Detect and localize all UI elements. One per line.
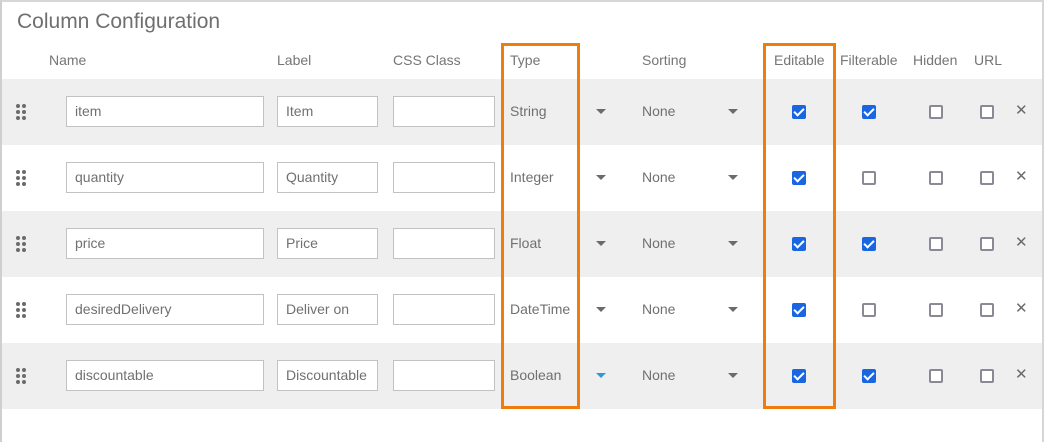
sorting-select[interactable]: None <box>642 301 676 317</box>
hidden-checkbox[interactable] <box>929 237 943 251</box>
name-input[interactable]: price <box>66 228 264 259</box>
hidden-checkbox[interactable] <box>929 369 943 383</box>
hidden-checkbox[interactable] <box>929 303 943 317</box>
css-class-input[interactable] <box>393 96 495 127</box>
delete-row-close-icon[interactable]: ✕ <box>1015 366 1028 383</box>
header-type: Type <box>510 52 541 68</box>
delete-row-close-icon[interactable]: ✕ <box>1015 168 1028 185</box>
column-row: quantity Quantity Integer None ✕ <box>2 145 1042 211</box>
filterable-checkbox[interactable] <box>862 171 876 185</box>
filterable-checkbox[interactable] <box>862 369 876 383</box>
drag-handle-icon[interactable] <box>16 170 26 186</box>
name-input[interactable]: item <box>66 96 264 127</box>
type-select[interactable]: String <box>510 103 547 119</box>
header-hidden: Hidden <box>913 52 958 68</box>
label-input[interactable]: Item <box>277 96 378 127</box>
header-css-class: CSS Class <box>393 52 461 68</box>
label-input[interactable]: Quantity <box>277 162 378 193</box>
sorting-select[interactable]: None <box>642 169 676 185</box>
delete-row-close-icon[interactable]: ✕ <box>1015 234 1028 251</box>
filterable-checkbox[interactable] <box>862 303 876 317</box>
name-input[interactable]: quantity <box>66 162 264 193</box>
hidden-checkbox[interactable] <box>929 105 943 119</box>
type-caret-down-icon[interactable] <box>596 241 606 246</box>
type-caret-down-icon[interactable] <box>596 109 606 114</box>
url-checkbox[interactable] <box>980 369 994 383</box>
type-caret-down-icon[interactable] <box>596 175 606 180</box>
name-input[interactable]: discountable <box>66 360 264 391</box>
url-checkbox[interactable] <box>980 105 994 119</box>
css-class-input[interactable] <box>393 228 495 259</box>
header-name: Name <box>49 52 87 68</box>
sorting-caret-down-icon[interactable] <box>728 109 738 114</box>
editable-checkbox[interactable] <box>792 369 806 383</box>
url-checkbox[interactable] <box>980 303 994 317</box>
panel-title: Column Configuration <box>17 10 221 33</box>
type-select[interactable]: DateTime <box>510 301 571 317</box>
sorting-caret-down-icon[interactable] <box>728 241 738 246</box>
url-checkbox[interactable] <box>980 171 994 185</box>
sorting-caret-down-icon[interactable] <box>728 175 738 180</box>
drag-handle-icon[interactable] <box>16 368 26 384</box>
css-class-input[interactable] <box>393 360 495 391</box>
editable-checkbox[interactable] <box>792 171 806 185</box>
filterable-checkbox[interactable] <box>862 105 876 119</box>
label-input[interactable]: Price <box>277 228 378 259</box>
sorting-select[interactable]: None <box>642 235 676 251</box>
header-editable: Editable <box>774 52 825 68</box>
url-checkbox[interactable] <box>980 237 994 251</box>
filterable-checkbox[interactable] <box>862 237 876 251</box>
delete-row-close-icon[interactable]: ✕ <box>1015 102 1028 119</box>
sorting-caret-down-icon[interactable] <box>728 307 738 312</box>
header-label: Label <box>277 52 312 68</box>
hidden-checkbox[interactable] <box>929 171 943 185</box>
drag-handle-icon[interactable] <box>16 236 26 252</box>
header-filterable: Filterable <box>840 52 898 68</box>
editable-checkbox[interactable] <box>792 105 806 119</box>
label-input[interactable]: Discountable <box>277 360 378 391</box>
editable-checkbox[interactable] <box>792 303 806 317</box>
label-input[interactable]: Deliver on <box>277 294 378 325</box>
css-class-input[interactable] <box>393 162 495 193</box>
name-input[interactable]: desiredDelivery <box>66 294 264 325</box>
column-row: price Price Float None ✕ <box>2 211 1042 277</box>
sorting-select[interactable]: None <box>642 367 676 383</box>
column-row: discountable Discountable Boolean None ✕ <box>2 343 1042 409</box>
css-class-input[interactable] <box>393 294 495 325</box>
sorting-caret-down-icon[interactable] <box>728 373 738 378</box>
editable-checkbox[interactable] <box>792 237 806 251</box>
header-url: URL <box>974 52 1003 68</box>
type-select[interactable]: Integer <box>510 169 554 185</box>
column-row: item Item String None ✕ <box>2 79 1042 145</box>
type-caret-down-icon[interactable] <box>596 373 606 378</box>
type-select[interactable]: Boolean <box>510 367 562 383</box>
sorting-select[interactable]: None <box>642 103 676 119</box>
column-row: desiredDelivery Deliver on DateTime None… <box>2 277 1042 343</box>
type-select[interactable]: Float <box>510 235 542 251</box>
delete-row-close-icon[interactable]: ✕ <box>1015 300 1028 317</box>
drag-handle-icon[interactable] <box>16 302 26 318</box>
header-sorting: Sorting <box>642 52 687 68</box>
drag-handle-icon[interactable] <box>16 104 26 120</box>
type-caret-down-icon[interactable] <box>596 307 606 312</box>
